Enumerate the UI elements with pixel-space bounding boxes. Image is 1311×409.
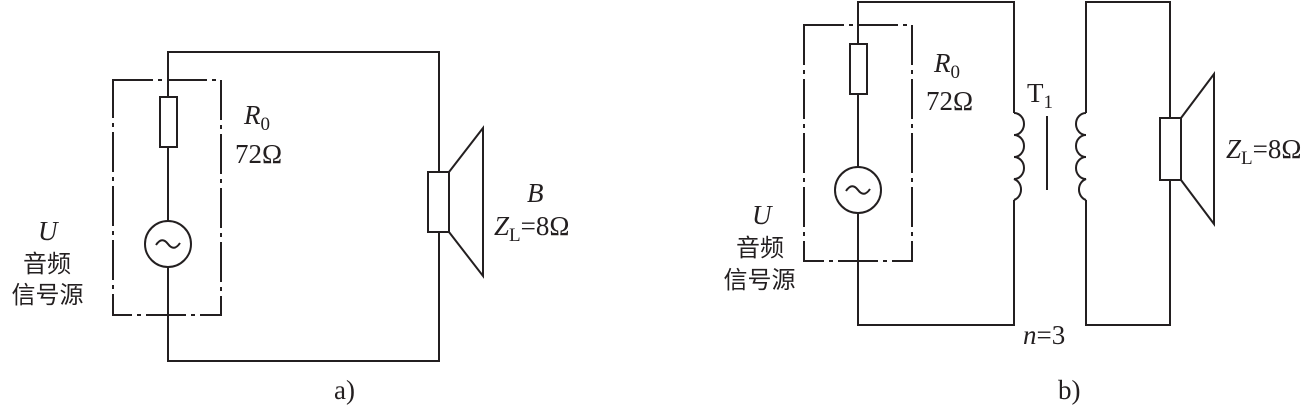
- source-text-line2-a: 信号源: [11, 281, 84, 309]
- speaker-cone-b: [1180, 71, 1215, 227]
- diagram-b: [803, 1, 1215, 326]
- impedance-label-a: ZL=8Ω: [494, 211, 570, 246]
- diagram-a: [112, 51, 484, 362]
- source-text-line1-a: 音频: [23, 250, 71, 278]
- speaker-label-a: B: [527, 178, 544, 208]
- speaker-cone-a: [448, 125, 484, 279]
- resistor-value-b: 72Ω: [926, 86, 974, 116]
- resistor-label-a: R0: [244, 100, 270, 135]
- wire-top-b: [857, 1, 1015, 113]
- wire-bottom-b: [857, 200, 1015, 326]
- source-text-line2-b: 信号源: [723, 266, 796, 294]
- primary-coil: [1013, 112, 1025, 201]
- resistor-value-a: 72Ω: [235, 139, 283, 169]
- source-symbol-a: U: [38, 216, 58, 246]
- resistor-label-b: R0: [934, 48, 960, 83]
- wire-top-b2: [1085, 1, 1171, 118]
- wire-bottom-a: [167, 232, 440, 362]
- source-symbol-b: U: [752, 200, 772, 230]
- sine-icon: [845, 185, 871, 195]
- transformer-label: T1: [1027, 78, 1053, 113]
- impedance-label-b: ZL=8Ω: [1226, 134, 1302, 169]
- resistor-b: [849, 43, 868, 95]
- source-text-line1-b: 音频: [736, 234, 784, 262]
- secondary-coil: [1075, 112, 1087, 201]
- caption-b: b): [1058, 375, 1081, 405]
- resistor-a: [159, 96, 178, 148]
- wire-bottom-b2: [1085, 180, 1171, 326]
- caption-a: a): [334, 375, 355, 405]
- speaker-body-a: [427, 171, 450, 233]
- turns-ratio-label: n=3: [1023, 320, 1066, 350]
- wire-top-a: [167, 51, 440, 172]
- speaker-body-b: [1159, 117, 1182, 181]
- sine-icon: [155, 239, 181, 249]
